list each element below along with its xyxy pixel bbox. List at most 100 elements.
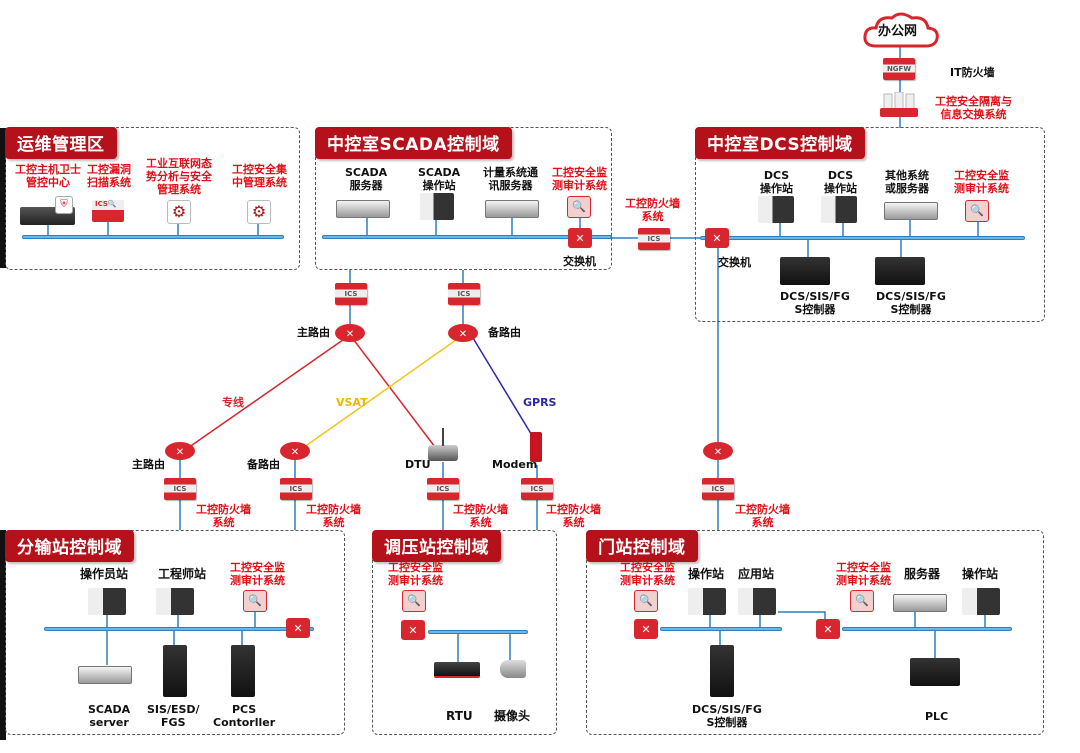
router-icon: ✕ bbox=[165, 442, 195, 460]
office-network-label: 办公网 bbox=[878, 24, 918, 39]
camera-label: 摄像头 bbox=[494, 709, 531, 723]
metering-server-label: 计量系统通 讯服务器 bbox=[483, 166, 538, 192]
modem-label: Modem bbox=[492, 458, 538, 471]
ops-host-guard-label: 工控主机卫士 管控中心 bbox=[15, 163, 81, 189]
fenshu-audit-label: 工控安全监 测审计系统 bbox=[230, 561, 285, 587]
link-vsat bbox=[299, 334, 464, 451]
router-icon: ✕ bbox=[335, 324, 365, 342]
switch-icon: ✕ bbox=[568, 228, 592, 248]
dcs-switch-label: 交换机 bbox=[718, 256, 751, 269]
svg-text:✕: ✕ bbox=[176, 447, 184, 458]
svg-text:✕: ✕ bbox=[291, 447, 299, 458]
router-icon: ✕ bbox=[448, 324, 478, 342]
tiaoya-bus bbox=[428, 630, 528, 634]
cloud-icon bbox=[863, 12, 939, 48]
link-gprs bbox=[472, 337, 534, 438]
scada-bus bbox=[322, 235, 612, 239]
server-label: 服务器 bbox=[904, 567, 941, 581]
audit-icon: 🔍 bbox=[243, 590, 267, 612]
switch-icon: ✕ bbox=[705, 228, 729, 248]
edge-bar bbox=[0, 128, 6, 268]
camera-icon bbox=[500, 660, 526, 678]
zone-ops-title: 运维管理区 bbox=[5, 127, 117, 159]
audit-icon: 🔍 bbox=[850, 590, 874, 612]
zone-menzhan-title: 门站控制域 bbox=[586, 530, 698, 562]
ics-firewall-icon: ICS bbox=[427, 478, 459, 500]
server-icon bbox=[884, 202, 938, 220]
dcs-other-label: 其他系统 或服务器 bbox=[885, 169, 929, 195]
router-icon: ✕ bbox=[280, 442, 310, 460]
zone-tiaoya: 调压站控制域 bbox=[372, 530, 557, 735]
gear-icon: ⚙ bbox=[167, 200, 191, 224]
fw-label: 工控防火墙 系统 bbox=[453, 503, 508, 529]
controller-icon bbox=[780, 257, 830, 285]
switch-icon: ✕ bbox=[634, 619, 658, 639]
fw-label: 工控防火墙 系统 bbox=[196, 503, 251, 529]
vuln-scanner-icon: ICS🔍 bbox=[92, 200, 124, 222]
zone-fenshu-title: 分输站控制域 bbox=[5, 530, 134, 562]
menzhan-audit-label: 工控安全监 测审计系统 bbox=[836, 561, 891, 587]
server-icon bbox=[893, 594, 947, 612]
dtu-label: DTU bbox=[405, 458, 431, 471]
cabinet-icon bbox=[231, 645, 255, 697]
switch-icon: ✕ bbox=[401, 620, 425, 640]
rtu-label: RTU bbox=[446, 709, 473, 723]
fw-label: 工控防火墙 系统 bbox=[735, 503, 790, 529]
plc-icon bbox=[910, 658, 960, 686]
backup-router-label: 备路由 bbox=[488, 326, 521, 339]
svg-text:✕: ✕ bbox=[346, 329, 354, 340]
edge-bar bbox=[0, 530, 6, 740]
cabinet-icon bbox=[163, 645, 187, 697]
zone-scada: 中控室SCADA控制域 bbox=[315, 127, 612, 270]
ics-firewall-icon: ICS bbox=[521, 478, 553, 500]
dcs-controller-label: DCS/SIS/FG S控制器 bbox=[780, 290, 850, 316]
ics-firewall-icon: ICS bbox=[335, 283, 367, 305]
antenna-icon bbox=[442, 428, 444, 446]
gear-icon: ⚙ bbox=[247, 200, 271, 224]
ics-firewall-icon: ICS bbox=[448, 283, 480, 305]
svg-text:✕: ✕ bbox=[714, 447, 722, 458]
app-station-label: 应用站 bbox=[738, 567, 775, 581]
scada-server-label: SCADA 服务器 bbox=[345, 166, 388, 192]
controller-icon bbox=[875, 257, 925, 285]
workstation-icon bbox=[962, 588, 1000, 615]
audit-icon: 🔍 bbox=[567, 196, 591, 218]
pcs-label: PCS Contorller bbox=[213, 703, 276, 729]
sis-label: SIS/ESD/ FGS bbox=[147, 703, 200, 729]
it-firewall-label: IT防火墙 bbox=[950, 66, 995, 79]
server-icon bbox=[485, 200, 539, 218]
tiaoya-audit-label: 工控安全监 测审计系统 bbox=[388, 561, 443, 587]
ops-bus bbox=[22, 235, 284, 239]
workstation-icon bbox=[420, 193, 454, 220]
link-leased bbox=[184, 334, 351, 451]
ics-firewall-icon: ICS bbox=[164, 478, 196, 500]
workstation-icon bbox=[738, 588, 776, 615]
dcs-station-label: DCS 操作站 bbox=[760, 169, 793, 195]
svg-text:✕: ✕ bbox=[408, 624, 417, 637]
zone-ops: 运维管理区 bbox=[5, 127, 300, 270]
workstation-icon bbox=[688, 588, 726, 615]
op-station-label: 操作站 bbox=[688, 567, 725, 581]
ics-firewall-icon: ICS bbox=[702, 478, 734, 500]
vsat-label: VSAT bbox=[336, 396, 368, 409]
menzhan-audit-label: 工控安全监 测审计系统 bbox=[620, 561, 675, 587]
plc-label: PLC bbox=[925, 710, 949, 723]
fw-label: 工控防火墙 系统 bbox=[546, 503, 601, 529]
svg-text:✕: ✕ bbox=[293, 622, 302, 635]
isolation-gateway-icon bbox=[880, 92, 918, 117]
svg-text:✕: ✕ bbox=[641, 623, 650, 636]
zone-menzhan: 门站控制域 bbox=[586, 530, 1044, 735]
svg-text:✕: ✕ bbox=[575, 232, 584, 245]
server-icon bbox=[78, 666, 132, 684]
workstation-icon bbox=[88, 588, 126, 615]
dcs-audit-label: 工控安全监 测审计系统 bbox=[954, 169, 1009, 195]
ops-situation-label: 工业互联网态 势分析与安全 管理系统 bbox=[146, 157, 212, 196]
engineer-station-label: 工程师站 bbox=[158, 567, 207, 581]
isolation-label: 工控安全隔离与 信息交换系统 bbox=[935, 95, 1012, 121]
workstation-icon bbox=[758, 196, 794, 223]
scada-switch-label: 交换机 bbox=[563, 255, 596, 268]
scada-server-label: SCADA server bbox=[88, 703, 131, 729]
scada-station-label: SCADA 操作站 bbox=[418, 166, 461, 192]
server-icon bbox=[336, 200, 390, 218]
operator-station-label: 操作员站 bbox=[80, 567, 129, 581]
